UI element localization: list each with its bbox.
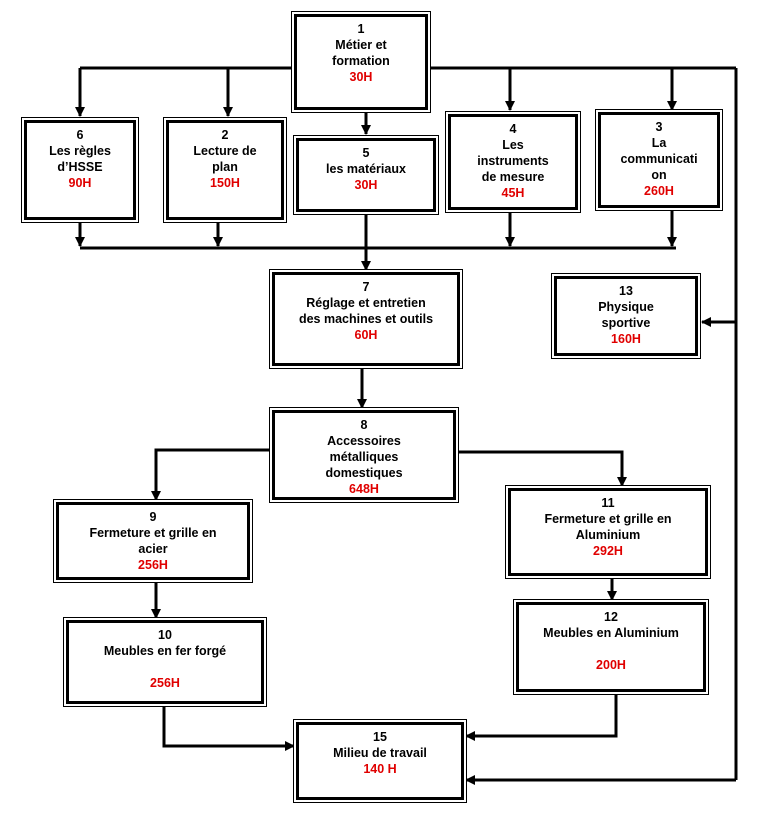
node-number: 1: [357, 22, 365, 36]
node-hours: 30H: [354, 178, 378, 192]
node-number: 15: [373, 730, 387, 744]
node-15: 15 Milieu de travail 140 H: [296, 722, 464, 800]
node-hours: 648H: [349, 482, 379, 496]
node-number: 6: [76, 128, 84, 142]
node-number: 11: [601, 496, 615, 510]
node-number: 12: [604, 610, 618, 624]
node-label: Meubles en fer forgé: [103, 644, 227, 658]
node-label: Métier et formation: [332, 38, 390, 68]
node-hours: 45H: [501, 186, 525, 200]
arrow-8-9: [151, 448, 276, 501]
node-9: 9 Fermeture et grille en acier 256H: [56, 502, 250, 580]
node-10: 10 Meubles en fer forgé 256H: [66, 620, 264, 704]
node-label: Milieu de travail: [333, 746, 427, 760]
node-hours: 256H: [150, 676, 180, 690]
node-number: 9: [149, 510, 157, 524]
node-8: 8 Accessoires métalliques domestiques 64…: [272, 410, 456, 500]
node-number: 3: [655, 120, 663, 134]
node-number: 13: [619, 284, 633, 298]
arrow-10-15: [162, 706, 295, 751]
arrow-8-11: [456, 450, 627, 487]
node-label: Physique sportive: [598, 300, 654, 330]
node-11: 11 Fermeture et grille en Aluminium 292H: [508, 488, 708, 576]
node-5: 5 les matériaux 30H: [296, 138, 436, 212]
node-label: Fermeture et grille en acier: [89, 526, 217, 556]
node-label: Fermeture et grille en Aluminium: [544, 512, 672, 542]
node-number: 4: [509, 122, 517, 136]
arrow-12-15: [465, 694, 618, 741]
node-hours: 30H: [349, 70, 373, 84]
node-hours: 150H: [210, 176, 240, 190]
node-2: 2 Lecture de plan 150H: [166, 120, 284, 220]
node-hours: 260H: [644, 184, 674, 198]
node-hours: 140 H: [363, 762, 397, 776]
node-hours: 256H: [138, 558, 168, 572]
node-13: 13 Physique sportive 160H: [554, 276, 698, 356]
node-label: les matériaux: [326, 162, 406, 176]
node-label: La communicati on: [620, 136, 698, 182]
node-12: 12 Meubles en Aluminium 200H: [516, 602, 706, 692]
node-hours: 200H: [596, 658, 626, 672]
node-hours: 90H: [68, 176, 92, 190]
node-1: 1 Métier et formation 30H: [294, 14, 428, 110]
node-number: 7: [362, 280, 370, 294]
node-hours: 60H: [354, 328, 378, 342]
node-number: 8: [360, 418, 368, 432]
node-label: Lecture de plan: [193, 144, 257, 174]
node-label: Les instruments de mesure: [477, 138, 549, 184]
node-label: Meubles en Aluminium: [543, 626, 679, 640]
node-hours: 160H: [611, 332, 641, 346]
node-hours: 292H: [593, 544, 623, 558]
node-number: 5: [362, 146, 370, 160]
node-number: 10: [158, 628, 172, 642]
node-label: Les règles d’HSSE: [49, 144, 111, 174]
node-4: 4 Les instruments de mesure 45H: [448, 114, 578, 210]
node-3: 3 La communicati on 260H: [598, 112, 720, 208]
node-number: 2: [221, 128, 229, 142]
node-label: Réglage et entretien des machines et out…: [298, 296, 434, 326]
node-6: 6 Les règles d’HSSE 90H: [24, 120, 136, 220]
node-7: 7 Réglage et entretien des machines et o…: [272, 272, 460, 366]
node-label: Accessoires métalliques domestiques: [325, 434, 403, 480]
